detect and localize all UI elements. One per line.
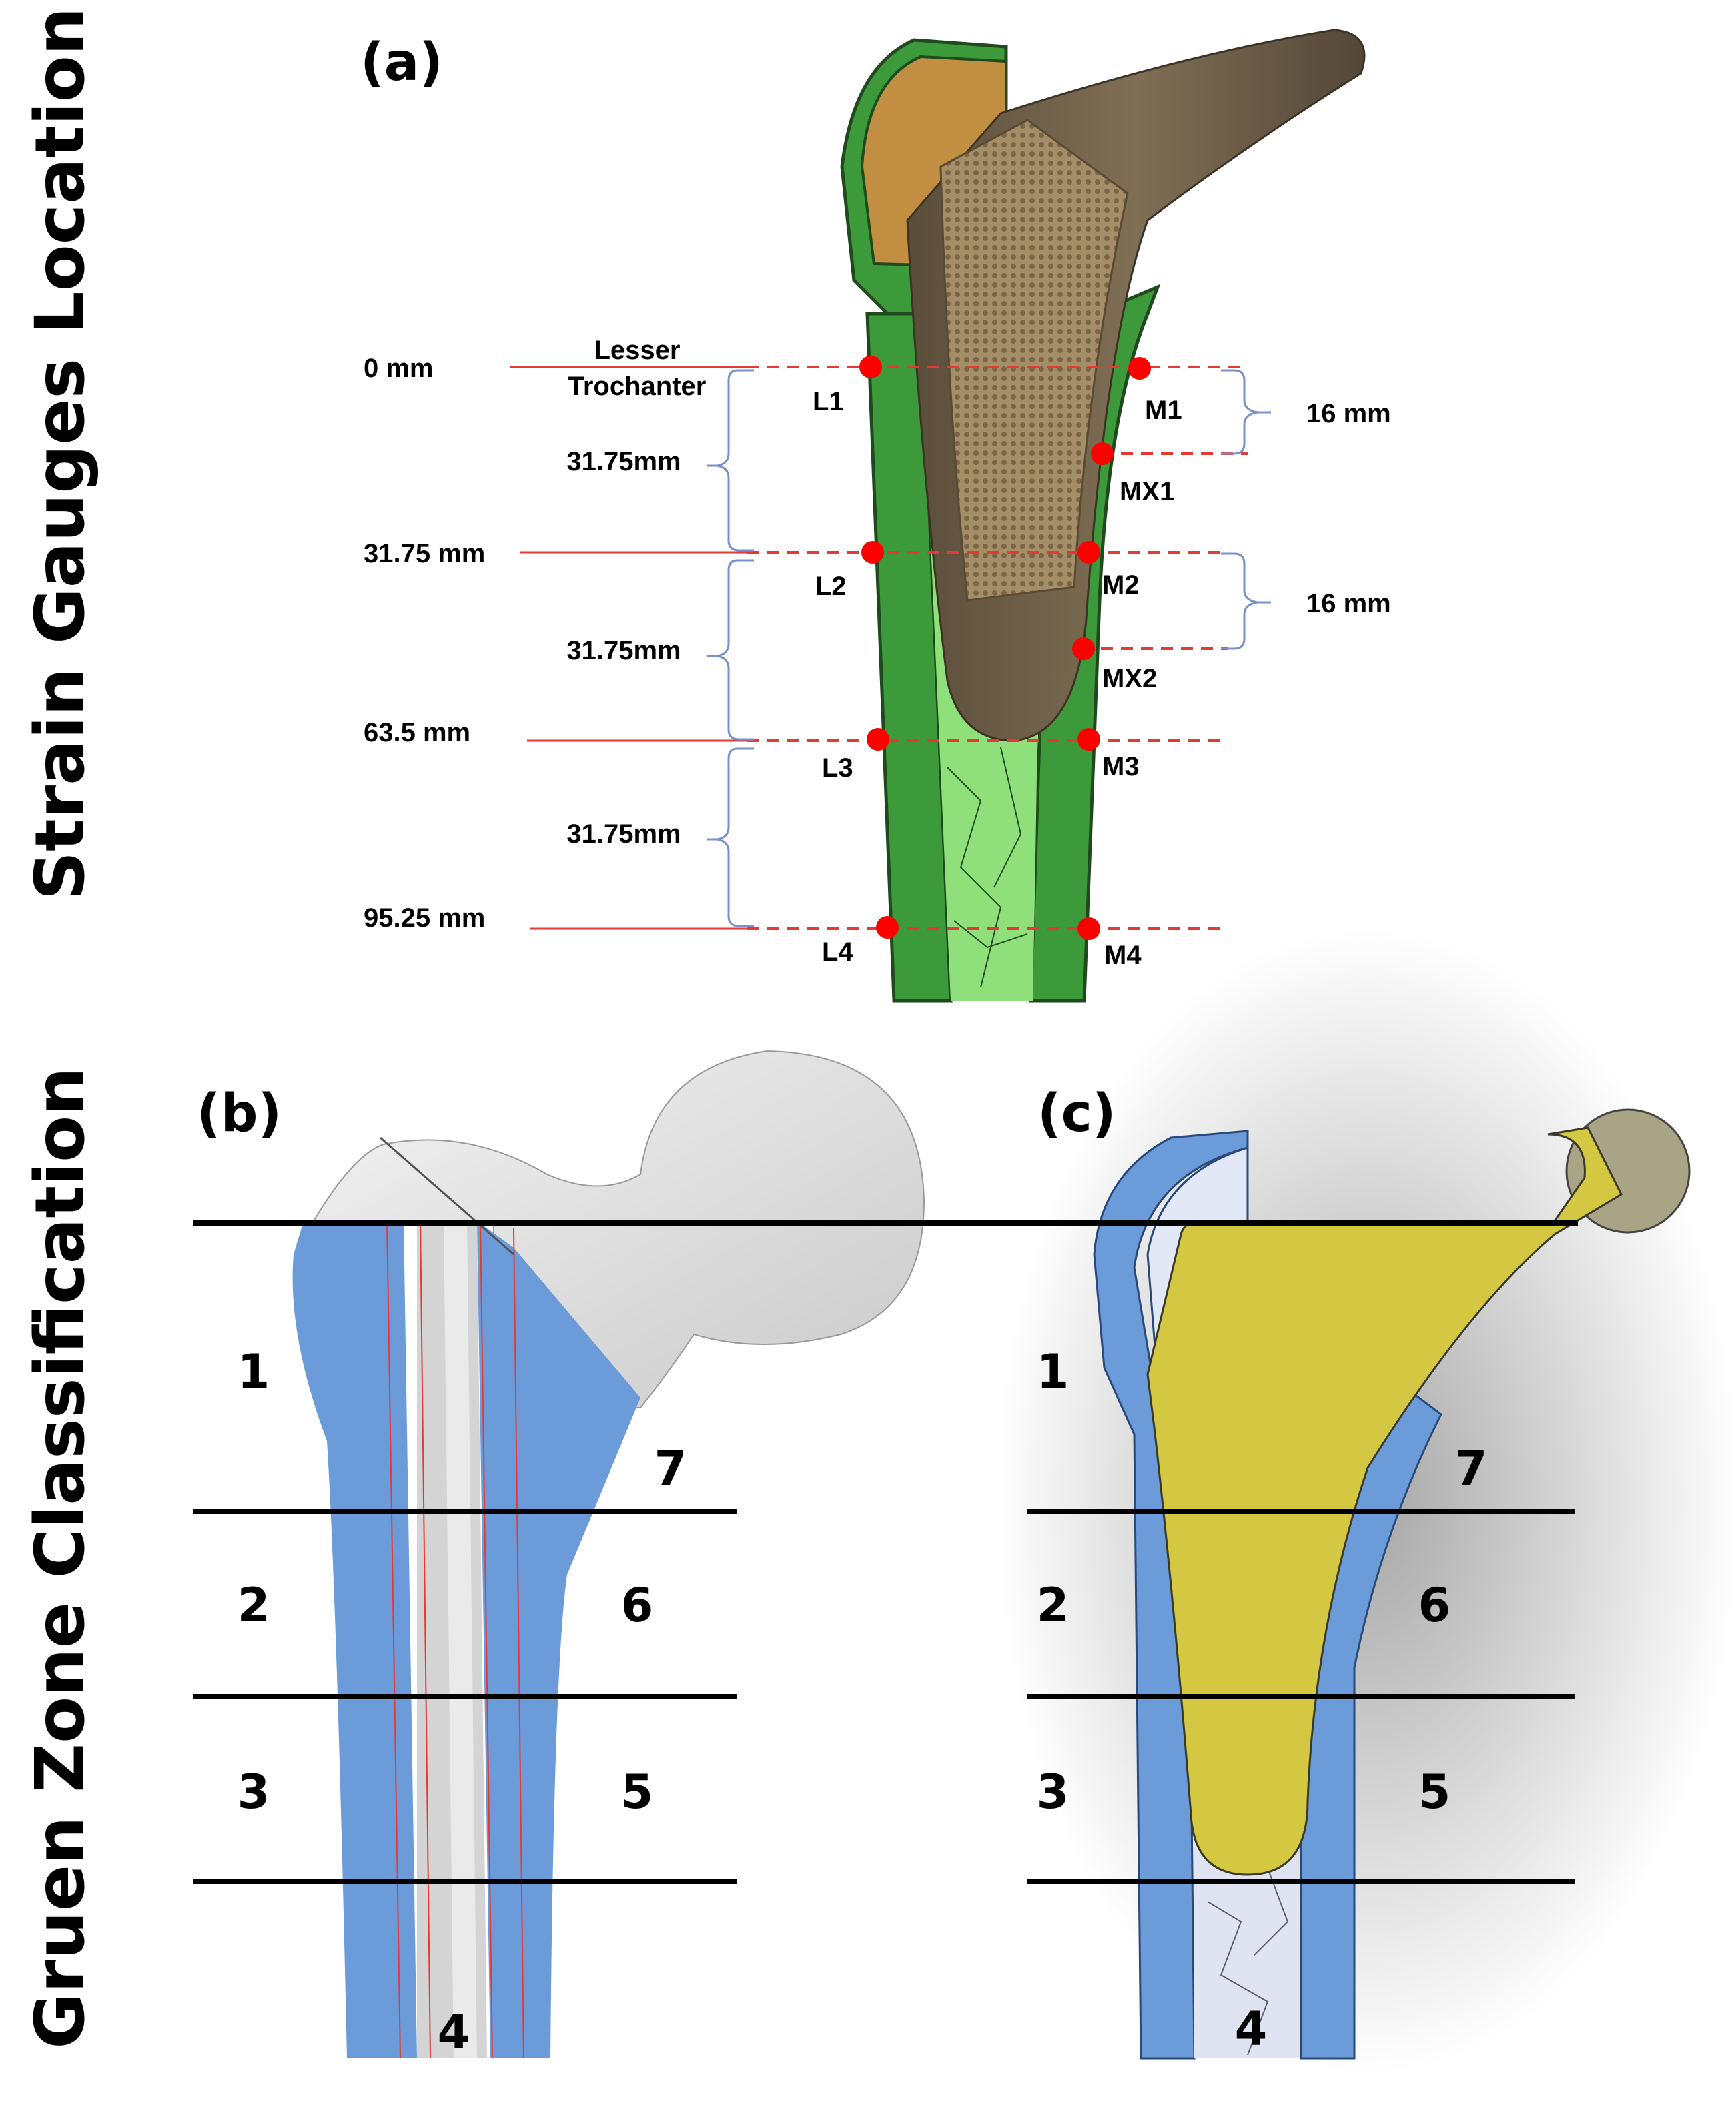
femur-gruen-b [292, 1049, 925, 2059]
gauge-label-mx1: MX1 [1120, 477, 1174, 506]
gauge-dot-m1 [1128, 357, 1151, 380]
panel-label-b: (b) [197, 1084, 282, 1144]
interval-label-2: 31.75mm [566, 636, 681, 665]
zone-b-6: 6 [621, 1578, 654, 1633]
zone-c-1: 1 [1037, 1344, 1069, 1399]
landmark-trochanter: Trochanter [568, 372, 707, 401]
distance-label-2: 63.5 mm [364, 718, 470, 747]
distance-label-0: 0 mm [364, 354, 434, 383]
gauge-label-m4: M4 [1104, 941, 1142, 970]
gauge-dots [859, 356, 1151, 940]
gauge-dot-l4 [876, 916, 899, 939]
zone-c-7: 7 [1455, 1441, 1488, 1496]
gauge-label-l4: L4 [822, 937, 853, 967]
zone-c-5: 5 [1418, 1765, 1451, 1819]
zone-b-1: 1 [238, 1344, 270, 1399]
gauge-label-m1: M1 [1145, 396, 1182, 425]
femur-stem-model-a [840, 29, 1366, 1003]
zone-b-3: 3 [238, 1765, 270, 1819]
zone-b-7: 7 [655, 1441, 687, 1496]
distance-label-3: 95.25 mm [364, 903, 485, 933]
gauge-dot-l1 [859, 356, 882, 378]
gauge-label-l2: L2 [815, 572, 847, 601]
zone-c-3: 3 [1037, 1765, 1069, 1819]
gauge-label-mx2: MX2 [1102, 664, 1157, 693]
zone-lines-c [924, 1220, 1578, 1884]
interval-braces [707, 369, 1271, 927]
zone-b-2: 2 [238, 1578, 270, 1633]
gauge-dot-mx1 [1091, 442, 1114, 465]
strain-gauges-title: Strain Gauges Location [21, 7, 100, 901]
gauge-dot-l2 [861, 541, 884, 564]
gauge-dot-l3 [867, 728, 889, 751]
landmark-lesser: Lesser [594, 336, 681, 365]
gauge-dot-mx2 [1072, 637, 1095, 660]
interval-label-1: 31.75mm [566, 447, 681, 476]
gauge-dot-m2 [1077, 541, 1100, 564]
zone-b-5: 5 [621, 1765, 654, 1819]
zone-b-4: 4 [438, 2005, 470, 2060]
femur-gruen-c [994, 927, 1736, 2075]
gauge-dot-m3 [1077, 728, 1100, 751]
gauge-label-m3: M3 [1102, 752, 1140, 781]
interval-label-3: 31.75mm [566, 819, 681, 849]
gauge-dot-m4 [1077, 917, 1100, 940]
zone-c-4: 4 [1235, 2002, 1268, 2056]
panel-label-a: (a) [360, 33, 443, 93]
zone-c-2: 2 [1037, 1578, 1069, 1633]
zone-c-6: 6 [1418, 1578, 1451, 1633]
gruen-zone-title: Gruen Zone Classification [21, 1067, 100, 2049]
gauge-label-m2: M2 [1102, 570, 1140, 600]
spacing-label-2: 16 mm [1306, 589, 1391, 618]
zone-lines-b [193, 1220, 924, 1884]
gauge-label-l3: L3 [822, 753, 853, 783]
spacing-label-1: 16 mm [1306, 399, 1391, 428]
distance-label-1: 31.75 mm [364, 539, 485, 568]
gauge-label-l1: L1 [813, 387, 844, 416]
